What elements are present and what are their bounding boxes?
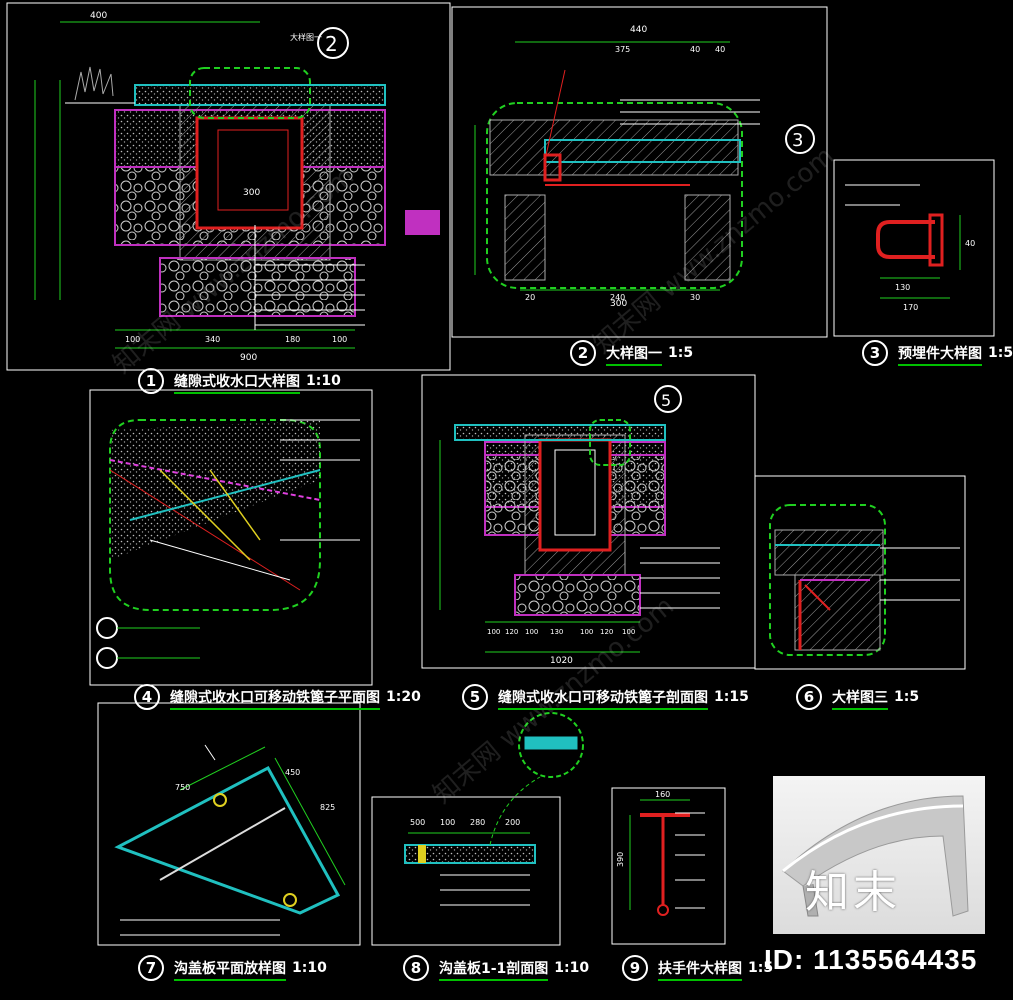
detail-1-section <box>34 21 440 349</box>
d9-top-dim: 160 <box>655 790 670 799</box>
detail-num: 2 <box>570 340 596 366</box>
d8-dim-a: 500 <box>410 818 425 827</box>
detail-title: 预埋件大样图 <box>898 346 982 366</box>
d2-sub-b: 40 <box>690 45 700 54</box>
detail-7-plan <box>114 744 346 936</box>
d5-dim-c: 100 <box>525 628 538 636</box>
detail-num: 3 <box>862 340 888 366</box>
d5-dim-f: 120 <box>600 628 613 636</box>
detail-label-1: 1 缝隙式收水口大样图 1:10 <box>138 368 341 394</box>
detail-scale: 1:10 <box>292 960 327 976</box>
detail-label-3: 3 预埋件大样图 1:5 <box>862 340 1013 366</box>
detail-scale: 1:15 <box>714 689 749 705</box>
d1-top-dim: 400 <box>90 11 107 21</box>
detail-num: 1 <box>138 368 164 394</box>
detail-label-7: 7 沟盖板平面放样图 1:10 <box>138 955 327 981</box>
d5-dim-d: 130 <box>550 628 563 636</box>
detail-4-plan <box>96 419 360 669</box>
detail-8-section <box>404 712 584 906</box>
detail-6-section <box>769 504 960 656</box>
d1-total-dim: 900 <box>240 353 257 363</box>
detail-scale: 1:10 <box>554 960 590 976</box>
d5-dim-b: 120 <box>505 628 518 636</box>
detail-3-part <box>845 184 961 299</box>
detail-title: 沟盖板平面放样图 <box>174 961 286 981</box>
detail-label-9: 9 扶手件大样图 1:5 <box>622 955 773 981</box>
detail-title: 大样图三 <box>832 690 888 710</box>
detail-num: 8 <box>403 955 429 981</box>
d3-top-dim: 130 <box>895 283 910 292</box>
d5-dim-e: 100 <box>580 628 593 636</box>
detail-num: 9 <box>622 955 648 981</box>
d5-bottom-dims: 100 120 100 130 100 120 100 <box>487 628 635 636</box>
detail-num: 4 <box>134 684 160 710</box>
d2-sub-a: 375 <box>615 45 630 54</box>
detail-scale: 1:5 <box>988 345 1013 361</box>
d1-dim-d: 100 <box>332 335 347 344</box>
d5-callout-circle <box>654 385 682 413</box>
d7-dims: 750 450 825 <box>175 768 335 812</box>
d8-dim-b: 100 <box>440 818 455 827</box>
d2-total-dim: 300 <box>610 299 627 309</box>
detail-scale: 1:10 <box>306 373 341 389</box>
d2-callout-circle <box>785 124 815 154</box>
detail-5-section <box>439 419 720 653</box>
d2-bot-c: 30 <box>690 293 700 302</box>
d5-callout-num: 5 <box>661 391 671 410</box>
detail-scale: 1:5 <box>748 960 774 976</box>
d2-sub-c: 40 <box>715 45 725 54</box>
d1-dim-b: 340 <box>205 335 220 344</box>
d9-side-dim: 390 <box>616 852 625 867</box>
detail-scale: 1:20 <box>386 689 421 705</box>
detail-label-8: 8 沟盖板1-1剖面图 1:10 <box>403 955 589 981</box>
d2-sub-dims: 375 40 40 20 240 30 <box>525 45 725 302</box>
d7-dim-b: 450 <box>285 768 300 777</box>
gutter-grate-render <box>782 795 969 917</box>
d1-dim-c: 180 <box>285 335 300 344</box>
d5-dim-g: 100 <box>622 628 635 636</box>
d3-bottom-dim: 170 <box>903 303 918 312</box>
d7-dim-a: 750 <box>175 783 190 792</box>
d8-dim-d: 200 <box>505 818 520 827</box>
detail-title: 扶手件大样图 <box>658 961 742 981</box>
d2-top-dim: 440 <box>630 25 647 35</box>
d8-dims: 500 100 280 200 <box>410 818 520 827</box>
d8-dim-c: 280 <box>470 818 485 827</box>
d1-inner-dim: 300 <box>243 188 260 198</box>
detail-label-6: 6 大样图三 1:5 <box>796 684 919 710</box>
d3-side-dim: 40 <box>965 239 975 248</box>
detail-title: 缝隙式收水口可移动铁篦子平面图 <box>170 690 380 710</box>
detail-title: 缝隙式收水口大样图 <box>174 374 300 394</box>
detail-num: 5 <box>462 684 488 710</box>
d7-dim-c: 825 <box>320 803 335 812</box>
d2-callout-num: 3 <box>792 130 803 151</box>
detail-title: 沟盖板1-1剖面图 <box>439 961 549 981</box>
d1-dim-a: 100 <box>125 335 140 344</box>
photo-watermark: 知末 <box>805 867 901 918</box>
detail-num: 6 <box>796 684 822 710</box>
detail-9-part <box>629 799 705 916</box>
detail-title: 缝隙式收水口可移动铁篦子剖面图 <box>498 690 708 710</box>
detail-num: 7 <box>138 955 164 981</box>
d1-bottom-dims: 100 340 180 100 <box>125 335 347 344</box>
d1-callout-num: 2 <box>325 32 338 56</box>
detail-label-2: 2 大样图一 1:5 <box>570 340 693 366</box>
d1-callout-circle <box>317 27 349 59</box>
product-photo: 知末 <box>773 776 985 934</box>
id-label: ID: 1135564435 <box>764 944 978 975</box>
panel-frames <box>6 2 995 946</box>
detail-2-section <box>474 41 760 291</box>
d2-bot-a: 20 <box>525 293 535 302</box>
detail-title: 大样图一 <box>606 346 662 366</box>
d5-total-dim: 1020 <box>550 656 573 666</box>
detail-scale: 1:5 <box>668 345 694 361</box>
d1-callout-label: 大样图一 <box>290 32 322 42</box>
detail-label-4: 4 缝隙式收水口可移动铁篦子平面图 1:20 <box>134 684 421 710</box>
d5-dim-a: 100 <box>487 628 500 636</box>
detail-label-5: 5 缝隙式收水口可移动铁篦子剖面图 1:15 <box>462 684 749 710</box>
detail-scale: 1:5 <box>894 689 920 705</box>
d2-bot-b: 240 <box>610 293 625 302</box>
